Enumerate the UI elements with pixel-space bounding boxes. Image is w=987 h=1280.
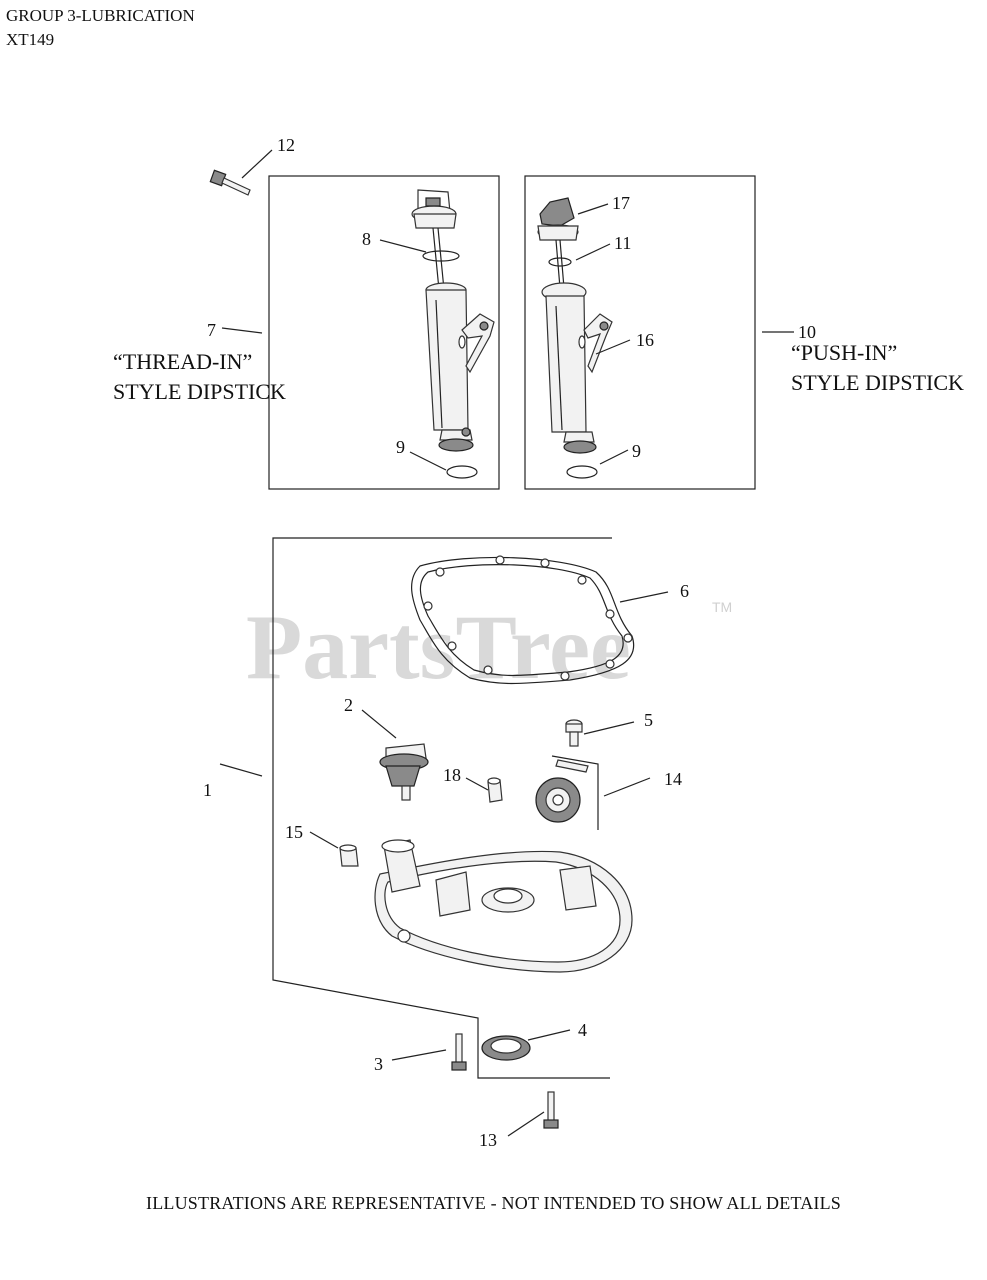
gasket-6 bbox=[411, 556, 635, 685]
callout-9-push-in: 9 bbox=[632, 441, 641, 461]
watermark-tm: TM bbox=[712, 599, 732, 615]
push-in-label-line2: STYLE DIPSTICK bbox=[791, 370, 964, 395]
lower-assembly-frame bbox=[272, 537, 612, 1079]
callout-11: 11 bbox=[614, 233, 631, 253]
bolt-3 bbox=[451, 1033, 467, 1071]
oil-fill-cap-2 bbox=[379, 743, 429, 801]
callout-15: 15 bbox=[285, 822, 303, 842]
callout-12: 12 bbox=[277, 135, 295, 155]
callout-9-thread-in: 9 bbox=[396, 437, 405, 457]
callout-8: 8 bbox=[362, 229, 371, 249]
callout-17: 17 bbox=[612, 193, 630, 213]
callout-16: 16 bbox=[636, 330, 654, 350]
bolt-13 bbox=[543, 1091, 559, 1129]
callout-1: 1 bbox=[203, 780, 212, 800]
disclaimer-note: ILLUSTRATIONS ARE REPRESENTATIVE - NOT I… bbox=[146, 1193, 841, 1213]
bolt-12 bbox=[209, 169, 251, 196]
thread-in-label-line2: STYLE DIPSTICK bbox=[113, 379, 286, 404]
oil-seal-4 bbox=[481, 1035, 531, 1061]
dowel-pin-18 bbox=[487, 777, 503, 803]
group-title: GROUP 3-LUBRICATION bbox=[6, 6, 195, 25]
thread-in-box bbox=[268, 175, 500, 490]
crankcase-cover-1 bbox=[374, 839, 633, 973]
bushing-15 bbox=[339, 844, 359, 867]
thread-in-dipstick-assembly bbox=[411, 189, 495, 479]
callout-7: 7 bbox=[207, 320, 216, 340]
push-in-box bbox=[524, 175, 756, 490]
watermark-text: PartsTree bbox=[246, 596, 631, 698]
thread-in-label-line1: “THREAD-IN” bbox=[113, 349, 252, 374]
callout-4: 4 bbox=[578, 1020, 587, 1040]
push-in-label-line1: “PUSH-IN” bbox=[791, 340, 897, 365]
leader-lines bbox=[219, 149, 794, 1137]
callout-14: 14 bbox=[664, 769, 682, 789]
model-number: XT149 bbox=[6, 30, 55, 49]
gasket-holes bbox=[423, 555, 633, 681]
bolt-5 bbox=[565, 719, 583, 747]
push-in-dipstick-assembly bbox=[537, 197, 613, 479]
governor-gear-14 bbox=[535, 755, 599, 830]
callout-10: 10 bbox=[798, 322, 816, 342]
callout-2: 2 bbox=[344, 695, 353, 715]
callout-3: 3 bbox=[374, 1054, 383, 1074]
callout-6: 6 bbox=[680, 581, 689, 601]
callout-13: 13 bbox=[479, 1130, 497, 1150]
callout-18: 18 bbox=[443, 765, 461, 785]
callout-5: 5 bbox=[644, 710, 653, 730]
